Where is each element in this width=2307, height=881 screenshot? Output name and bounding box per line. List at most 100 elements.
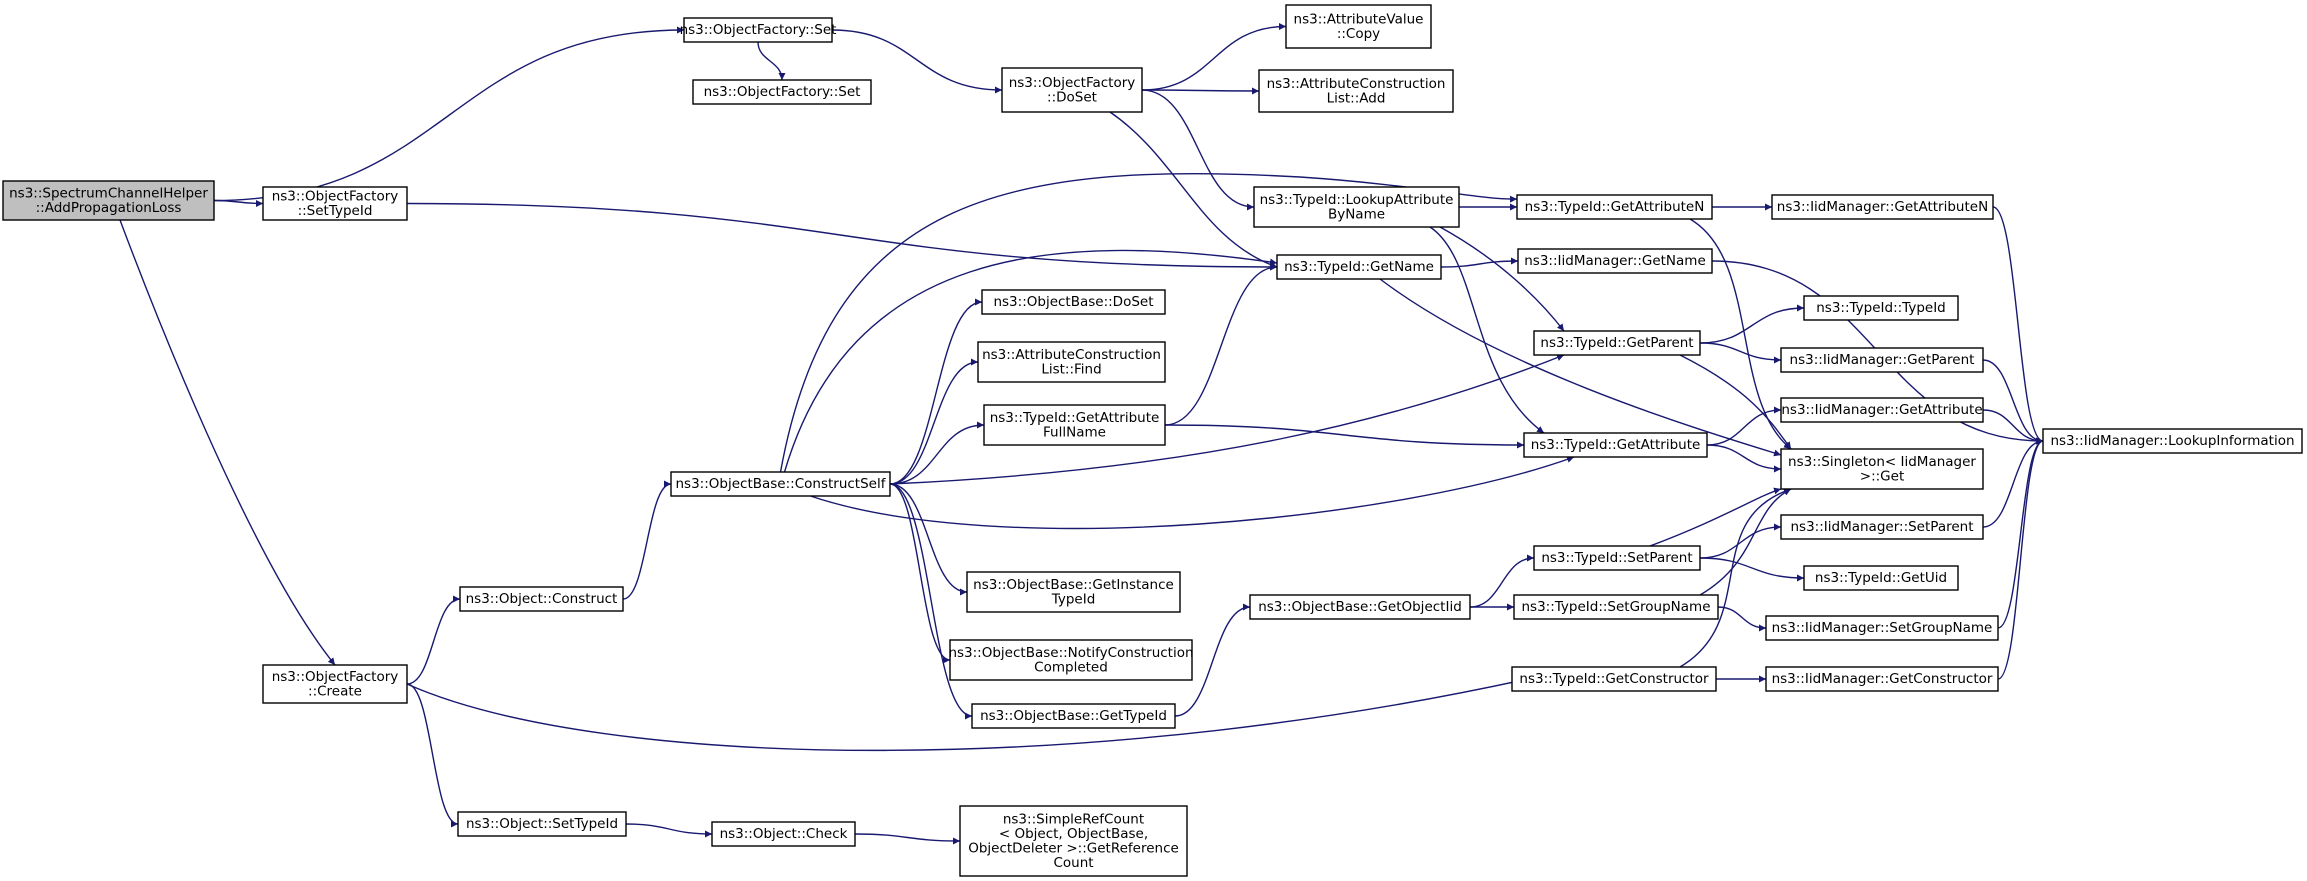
node-label-line: ns3::IidManager::SetGroupName (1772, 620, 1993, 636)
node-iid-setparent[interactable]: ns3::IidManager::SetParent (1780, 514, 1984, 540)
node-box (1533, 545, 1701, 571)
node-label-line: Completed (1034, 659, 1108, 675)
node-label-line: ns3::IidManager::GetConstructor (1772, 671, 1993, 687)
node-box (1771, 194, 1994, 220)
node-box (1249, 594, 1471, 620)
edge-of_settypeid-to-tid_getname (406, 202, 1278, 271)
node-label-line: ns3::IidManager::LookupInformation (2050, 433, 2294, 449)
node-tid-getattr[interactable]: ns3::TypeId::GetAttribute (1523, 432, 1708, 458)
node-box (1523, 432, 1708, 458)
node-box (1533, 330, 1701, 356)
edge-tid_setgroup-to-iid_setgroup (1717, 606, 1767, 632)
node-tid-getname[interactable]: ns3::TypeId::GetName (1276, 254, 1442, 280)
node-label-line: ns3::TypeId::GetAttributeN (1525, 199, 1705, 215)
node-ob-notify[interactable]: ns3::ObjectBase::NotifyConstructionCompl… (948, 639, 1194, 681)
edge-tid_getctor-to-singleton (1679, 487, 1792, 668)
node-of-set[interactable]: ns3::ObjectFactory::Set (680, 17, 837, 43)
node-box (262, 664, 408, 704)
node-label-line: ns3::TypeId::LookupAttribute (1260, 192, 1454, 208)
node-of-set2[interactable]: ns3::ObjectFactory::Set (692, 79, 872, 105)
edge-root-to-of_settypeid (213, 199, 264, 207)
node-box (692, 79, 872, 105)
edge-iid_getparent-to-iid_lookup (1982, 359, 2044, 445)
edge-tid_lookup-to-tid_getattr (1429, 226, 1545, 434)
node-label-line: ns3::Object::SetTypeId (466, 816, 618, 832)
node-tid-typeid[interactable]: ns3::TypeId::TypeId (1803, 295, 1959, 321)
node-box (959, 805, 1188, 877)
node-of-settypeid[interactable]: ns3::ObjectFactory::SetTypeId (262, 186, 408, 221)
edge-ob_construct-to-tid_getattrfull (889, 421, 985, 485)
node-av-copy[interactable]: ns3::AttributeValue::Copy (1285, 4, 1432, 49)
edge-tid_getname-to-singleton (1379, 278, 1782, 457)
node-iid-getattrn[interactable]: ns3::IidManager::GetAttributeN (1771, 194, 1994, 220)
edge-ob_construct-to-ob_doset (889, 298, 983, 485)
node-tid-getparent[interactable]: ns3::TypeId::GetParent (1533, 330, 1701, 356)
node-tid-getctor[interactable]: ns3::TypeId::GetConstructor (1511, 666, 1717, 692)
node-iid-getname[interactable]: ns3::IidManager::GetName (1517, 248, 1713, 274)
node-of-doset[interactable]: ns3::ObjectFactory::DoSet (1001, 67, 1143, 113)
node-label-line: ns3::ObjectFactory (1009, 75, 1136, 91)
node-iid-setgroup[interactable]: ns3::IidManager::SetGroupName (1765, 615, 1999, 641)
node-tid-setparent[interactable]: ns3::TypeId::SetParent (1533, 545, 1701, 571)
node-obj-check[interactable]: ns3::Object::Check (711, 821, 856, 847)
node-src-getref[interactable]: ns3::SimpleRefCount< Object, ObjectBase,… (959, 805, 1188, 877)
node-obj-construct[interactable]: ns3::Object::Construct (459, 586, 624, 612)
node-ob-construct[interactable]: ns3::ObjectBase::ConstructSelf (670, 471, 891, 497)
edge-tid_getattrfull-to-tid_getname (1164, 263, 1278, 426)
node-label-line: ns3::TypeId::GetAttribute (1531, 437, 1701, 453)
node-label-line: ns3::ObjectBase::NotifyConstruction (948, 645, 1193, 661)
edge-tid_setparent-to-tid_getuid (1699, 557, 1805, 582)
node-label-line: ns3::TypeId::GetConstructor (1519, 671, 1709, 687)
node-label-line: ns3::TypeId::GetParent (1540, 335, 1693, 351)
edge-ob_construct-to-tid_getparent (889, 354, 1565, 485)
edge-ob_construct-to-tid_getname (783, 249, 1278, 473)
node-label-line: ns3::TypeId::SetGroupName (1521, 599, 1710, 615)
edge-tid_setparent-to-iid_setparent (1699, 523, 1782, 559)
node-ob-doset[interactable]: ns3::ObjectBase::DoSet (981, 289, 1166, 315)
node-label-line: < Object, ObjectBase, (999, 826, 1148, 842)
node-box (1276, 254, 1442, 280)
node-label-line: ns3::Object::Construct (466, 591, 618, 607)
node-singleton[interactable]: ns3::Singleton< IidManager>::Get (1780, 448, 1984, 490)
edge-of_create-to-obj_settypeid (406, 683, 459, 828)
node-ob-gettid[interactable]: ns3::ObjectBase::GetTypeId (971, 703, 1176, 729)
node-label-line: >::Get (1860, 468, 1904, 484)
node-label-line: ns3::TypeId::GetAttribute (990, 410, 1160, 426)
node-label-line: ns3::IidManager::GetParent (1790, 352, 1975, 368)
node-obj-settypeid[interactable]: ns3::Object::SetTypeId (457, 811, 627, 837)
node-box (1517, 248, 1713, 274)
node-label-line: ns3::TypeId::SetParent (1541, 550, 1692, 566)
node-iid-getctor[interactable]: ns3::IidManager::GetConstructor (1765, 666, 1999, 692)
node-label-line: ns3::ObjectFactory (272, 669, 399, 685)
edge-iid_getattr-to-iid_lookup (1982, 409, 2044, 445)
edge-of_doset-to-av_copy (1141, 23, 1287, 91)
edge-tid_setgroup-to-singleton (1699, 488, 1792, 596)
node-label-line: ns3::AttributeConstruction (982, 347, 1161, 363)
node-label-line: ns3::IidManager::GetAttributeN (1777, 199, 1988, 215)
node-label-line: ns3::Object::Check (720, 826, 848, 842)
edge-of_set-to-of_doset (831, 29, 1003, 94)
node-iid-getparent[interactable]: ns3::IidManager::GetParent (1780, 347, 1984, 373)
node-label-line: ::DoSet (1047, 89, 1097, 105)
edge-iid_setparent-to-iid_lookup (1982, 437, 2044, 528)
node-iid-getattr[interactable]: ns3::IidManager::GetAttribute (1780, 397, 1984, 423)
node-label-line: ns3::ObjectFactory (272, 188, 399, 204)
node-box (670, 471, 891, 497)
node-root[interactable]: ns3::SpectrumChannelHelper::AddPropagati… (2, 180, 215, 221)
node-ob-getobjtid[interactable]: ns3::ObjectBase::GetObjectIid (1249, 594, 1471, 620)
node-label-line: List::Find (1041, 361, 1101, 377)
node-tid-getuid[interactable]: ns3::TypeId::GetUid (1803, 565, 1959, 591)
nodes-layer: ns3::SpectrumChannelHelper::AddPropagati… (2, 4, 2303, 877)
edge-obj_settypeid-to-obj_check (625, 823, 713, 838)
node-tid-getattrn[interactable]: ns3::TypeId::GetAttributeN (1516, 194, 1713, 220)
edge-tid_getparent-to-tid_typeid (1699, 304, 1805, 344)
node-tid-setgroup[interactable]: ns3::TypeId::SetGroupName (1513, 594, 1719, 620)
node-of-create[interactable]: ns3::ObjectFactory::Create (262, 664, 408, 704)
node-iid-lookup[interactable]: ns3::IidManager::LookupInformation (2042, 428, 2303, 454)
node-box (683, 17, 833, 43)
